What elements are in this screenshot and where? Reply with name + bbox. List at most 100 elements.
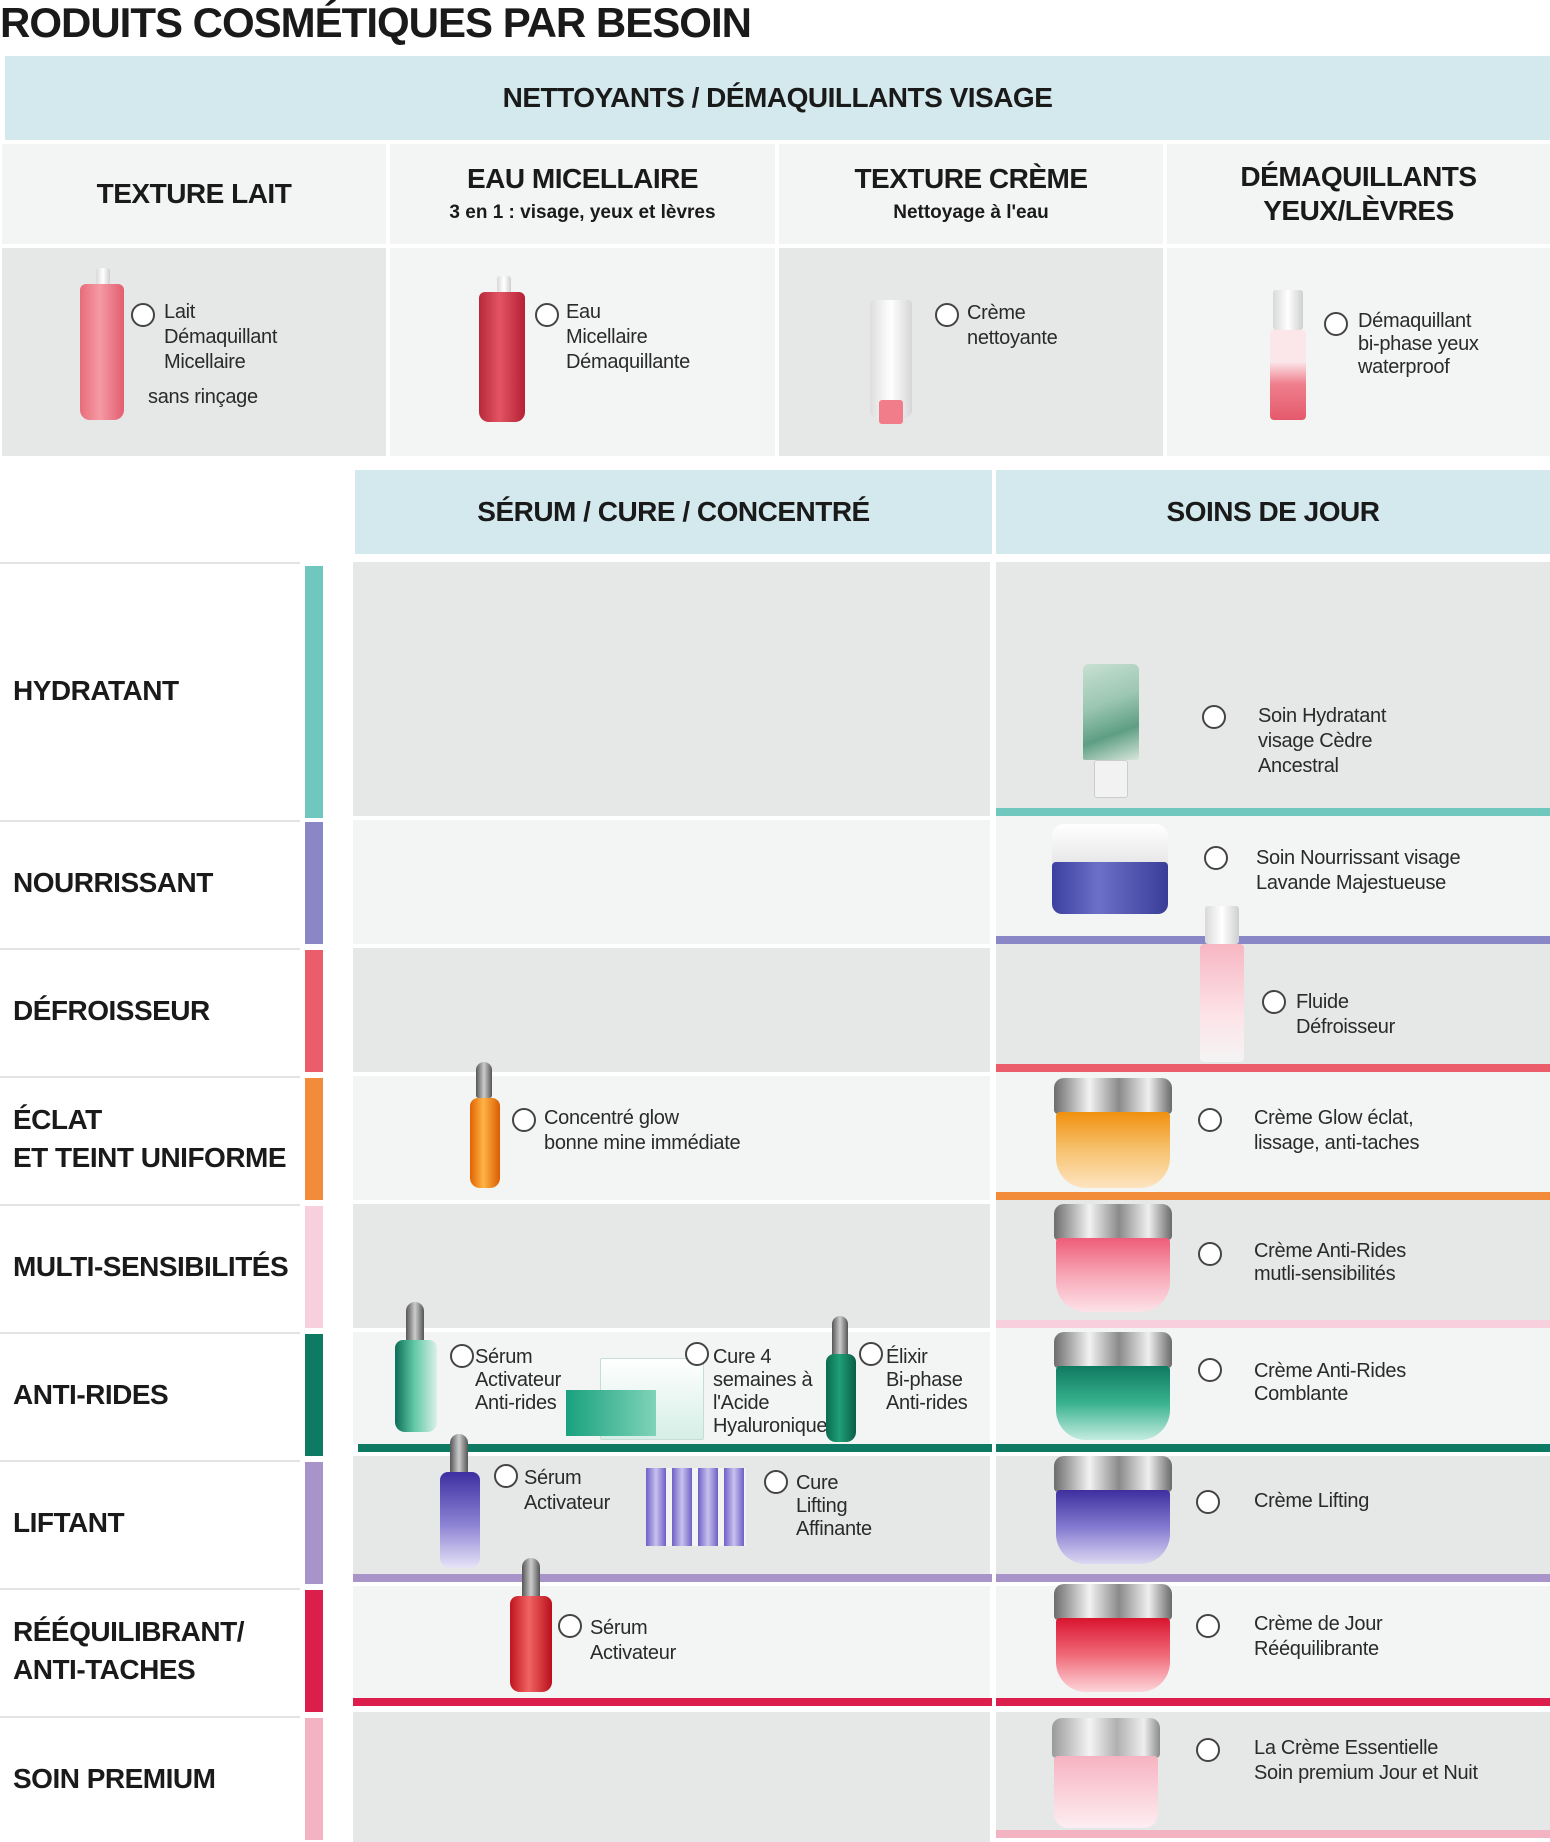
product-label: Crème Anti-Rides Comblante [1254, 1360, 1406, 1405]
cleansers-band-title: NETTOYANTS / DÉMAQUILLANTS VISAGE [5, 56, 1550, 140]
column-header-texture-creme: TEXTURE CRÈME Nettoyage à l'eau [779, 144, 1163, 244]
page-title: RODUITS COSMÉTIQUES PAR BESOIN [0, 0, 752, 46]
hydrating-cream-tube-image [1083, 664, 1139, 760]
pump-cap-icon [96, 268, 110, 286]
row-label-defroisseur: DÉFROISSEUR [0, 948, 300, 1072]
anti-wrinkle-cream-jar-image [1056, 1366, 1170, 1440]
cleanser-cell-micellaire [390, 248, 775, 456]
product-label: Concentré glow bonne mine immédiate [544, 1107, 741, 1154]
column-subtitle: Nettoyage à l'eau [893, 202, 1049, 223]
product-label: Crème Anti-Rides mutli-sensibilités [1254, 1240, 1406, 1285]
column-title: EAU MICELLAIRE [467, 163, 699, 194]
row-label-eclat: ÉCLAT ET TEINT UNIFORME [0, 1076, 300, 1200]
radio-button[interactable] [1262, 990, 1286, 1014]
radio-button[interactable] [1196, 1490, 1220, 1514]
dropper-cap-icon [450, 1434, 468, 1474]
product-label: Soin Nourrissant visage Lavande Majestue… [1256, 847, 1461, 894]
anti-wrinkle-serum-bottle-image [395, 1340, 437, 1432]
wrinkle-fluid-bottle-image [1200, 944, 1244, 1062]
column-header-eau-micellaire: EAU MICELLAIRE 3 en 1 : visage, yeux et … [390, 144, 775, 244]
row-divider-liftant [353, 1574, 992, 1582]
row-divider-nourrissant [996, 936, 1550, 944]
balancing-cream-jar-image [1056, 1618, 1170, 1692]
radio-button[interactable] [1198, 1108, 1222, 1132]
radio-button[interactable] [558, 1614, 582, 1638]
serum-cell [353, 948, 990, 1072]
row-divider-hydratant [996, 808, 1550, 816]
radio-button[interactable] [535, 303, 559, 327]
pump-cap-icon [497, 276, 511, 294]
radio-button[interactable] [1202, 705, 1226, 729]
serum-cell [353, 1712, 990, 1842]
product-label: Fluide Défroisseur [1296, 991, 1395, 1038]
tube-cap-icon [1094, 760, 1128, 798]
cleanser-cell-creme [779, 248, 1163, 456]
jar-lid-icon [1054, 1078, 1172, 1114]
row-color-stripe [305, 1590, 323, 1712]
row-label-hydratant: HYDRATANT [0, 562, 300, 818]
product-label: Sérum Activateur [590, 1617, 676, 1664]
row-divider-anti-rides [996, 1444, 1550, 1452]
product-label: Sérum Activateur Anti-rides [475, 1346, 561, 1414]
product-label: Crème de Jour Rééquilibrante [1254, 1613, 1383, 1660]
milk-cleanser-bottle-image [80, 284, 124, 420]
dropper-cap-icon [406, 1302, 424, 1342]
radio-button[interactable] [512, 1108, 536, 1132]
product-label-extra: sans rinçage [148, 386, 258, 408]
sensitive-skin-cream-jar-image [1056, 1238, 1170, 1312]
row-color-stripe [305, 1206, 323, 1328]
radio-button[interactable] [1196, 1614, 1220, 1638]
serum-cell [353, 1586, 990, 1698]
lifting-cure-vials-image [646, 1468, 746, 1546]
radio-button[interactable] [1324, 312, 1348, 336]
dropper-cap-icon [522, 1558, 540, 1598]
jar-lid-icon [1054, 1204, 1172, 1240]
nourishing-cream-jar-image [1052, 862, 1168, 914]
cleanser-cell-lait [2, 248, 386, 456]
radio-button[interactable] [494, 1464, 518, 1488]
pump-cap-icon [1205, 906, 1239, 944]
radio-button[interactable] [1204, 846, 1228, 870]
radio-button[interactable] [1198, 1242, 1222, 1266]
biphase-elixir-bottle-image [826, 1354, 856, 1442]
column-subtitle: 3 en 1 : visage, yeux et lèvres [449, 202, 716, 223]
radio-button[interactable] [1198, 1358, 1222, 1382]
jar-lid-icon [1054, 1332, 1172, 1368]
product-label: Cure Lifting Affinante [796, 1472, 872, 1540]
radio-button[interactable] [685, 1342, 709, 1366]
radio-button[interactable] [450, 1344, 474, 1368]
cleanser-cell-yeux [1167, 248, 1550, 456]
product-label: Lait Démaquillant Micellaire [164, 301, 278, 373]
product-label: Sérum Activateur [524, 1467, 610, 1514]
row-divider-liftant [996, 1574, 1550, 1582]
column-title: TEXTURE LAIT [96, 178, 292, 209]
serum-cell [353, 1204, 990, 1328]
jar-lid-icon [1054, 1456, 1172, 1492]
radio-button[interactable] [131, 303, 155, 327]
row-color-stripe [305, 950, 323, 1072]
ampoule-set-icon [566, 1390, 656, 1436]
product-label: Eau Micellaire Démaquillante [566, 301, 690, 373]
serum-cell [353, 562, 990, 816]
row-label-reequilibrant: RÉÉQUILIBRANT/ ANTI-TACHES [0, 1588, 300, 1712]
row-color-stripe [305, 566, 323, 818]
radio-button[interactable] [764, 1470, 788, 1494]
row-color-stripe [305, 1718, 323, 1840]
product-label: La Crème Essentielle Soin premium Jour e… [1254, 1737, 1478, 1784]
lifting-cream-jar-image [1056, 1490, 1170, 1564]
radio-button[interactable] [1196, 1738, 1220, 1762]
row-label-multi-sensibilites: MULTI-SENSIBILITÉS [0, 1204, 300, 1328]
eye-makeup-remover-bottle-image [1270, 330, 1306, 420]
jar-lid-icon [1052, 1718, 1160, 1758]
column-header-texture-lait: TEXTURE LAIT [2, 144, 386, 244]
product-label: Crème Lifting [1254, 1490, 1370, 1512]
balancing-serum-bottle-image [510, 1596, 552, 1692]
dropper-cap-icon [476, 1062, 492, 1098]
radio-button[interactable] [935, 303, 959, 327]
product-label: Cure 4 semaines à l'Acide Hyaluronique [713, 1346, 828, 1437]
product-label: Soin Hydratant visage Cèdre Ancestral [1258, 705, 1387, 777]
column-title: TEXTURE CRÈME [854, 163, 1088, 194]
radio-button[interactable] [859, 1342, 883, 1366]
row-label-nourrissant: NOURRISSANT [0, 820, 300, 944]
row-divider-reequilibrant [996, 1698, 1550, 1706]
